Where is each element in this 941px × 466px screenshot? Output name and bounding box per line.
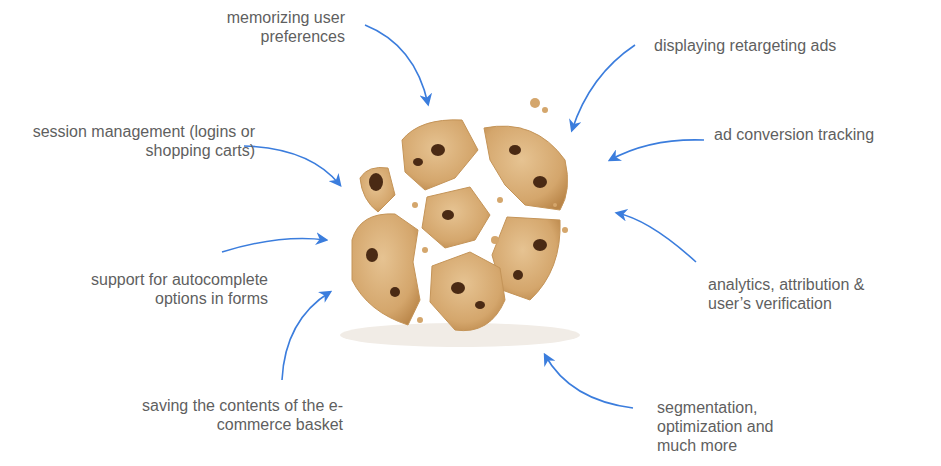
- feature-label: saving the contents of the e-commerce ba…: [118, 396, 343, 434]
- feature-label: memorizing user preferences: [195, 8, 345, 46]
- feature-label: support for autocomplete options in form…: [63, 270, 268, 308]
- cookie-crumbs: [412, 98, 568, 323]
- leader-arrow: [365, 25, 428, 104]
- leader-arrow: [572, 45, 635, 130]
- leader-arrow: [244, 146, 340, 185]
- feature-label: analytics, attribution & user’s verifica…: [708, 275, 898, 313]
- leader-arrow: [222, 239, 326, 253]
- leader-arrow: [610, 140, 704, 160]
- feature-label: segmentation, optimization and much more: [657, 398, 802, 455]
- chocolate-chips: [366, 144, 547, 309]
- cookie-pieces: [352, 120, 568, 331]
- leader-arrow: [282, 292, 330, 380]
- leader-arrows: [222, 25, 704, 408]
- leader-arrow: [617, 213, 696, 262]
- feature-label: ad conversion tracking: [714, 125, 934, 144]
- feature-label: displaying retargeting ads: [654, 36, 924, 55]
- leader-arrow: [545, 355, 633, 408]
- feature-label: session management (logins or shopping c…: [15, 122, 255, 160]
